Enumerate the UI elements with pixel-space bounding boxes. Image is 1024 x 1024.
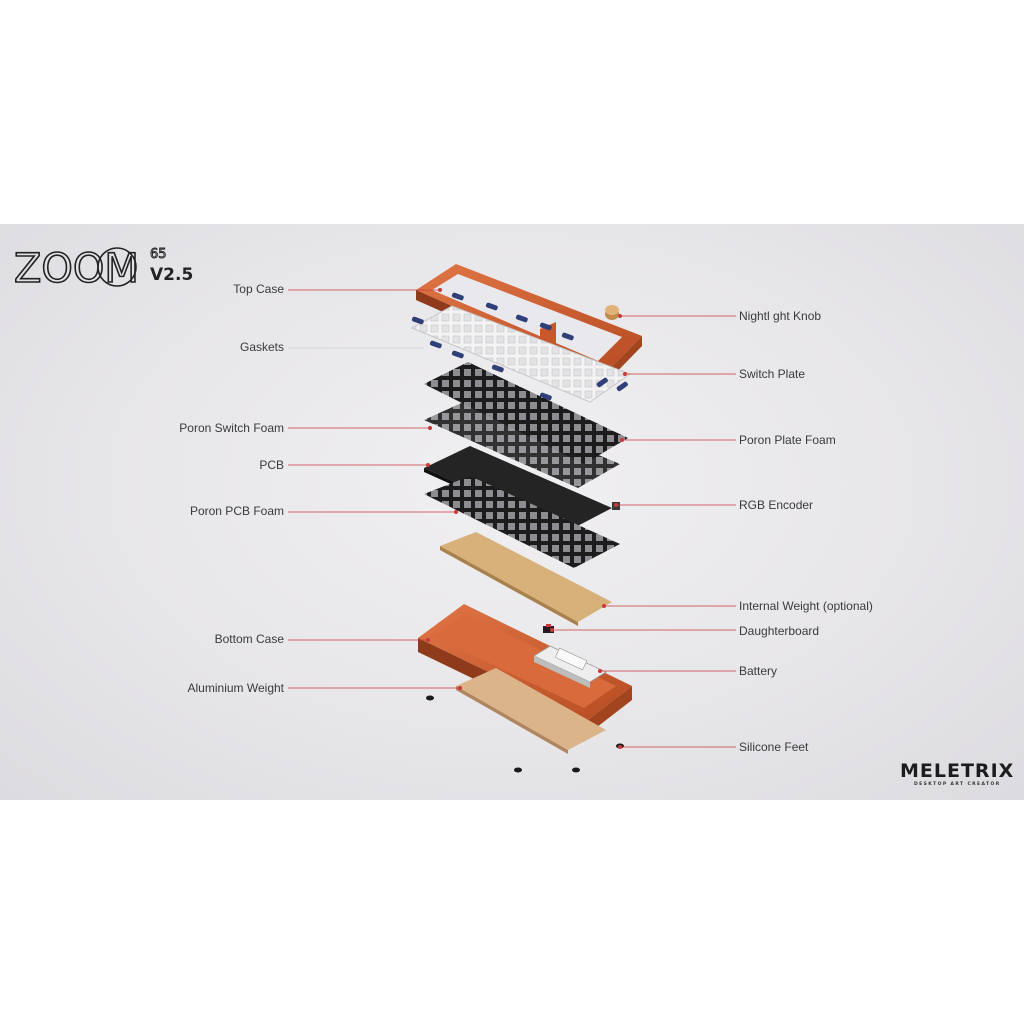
internal-weight-part: [440, 532, 612, 626]
poron-plate-foam-part: [424, 400, 620, 488]
logo-version: V2.5: [150, 265, 193, 285]
meletrix-logo: MELETRIX: [900, 760, 1015, 782]
exploded-view-panel: ZOOM 65 V2.5: [0, 224, 1024, 800]
label-rgb-encoder: RGB Encoder: [739, 498, 814, 512]
label-pcb: PCB: [259, 458, 284, 472]
keyboard-exploded-diagram: ZOOM 65 V2.5: [13, 245, 736, 773]
gaskets-part: [411, 292, 628, 401]
battery-part: [533, 645, 607, 688]
logo-planet-icon: [97, 247, 137, 287]
label-poron-switch-foam: Poron Switch Foam: [179, 421, 284, 435]
zoom65-logo: ZOOM 65 V2.5: [13, 245, 193, 293]
label-nightlight-knob: Nightl ght Knob: [739, 309, 822, 323]
label-battery: Battery: [739, 664, 778, 678]
label-top-case: Top Case: [233, 282, 284, 296]
aluminium-weight-part: [456, 668, 606, 754]
meletrix-tagline: DESKTOP ART CREATOR: [914, 782, 1001, 787]
label-bottom-case: Bottom Case: [214, 632, 284, 646]
label-poron-pcb-foam: Poron PCB Foam: [189, 504, 284, 518]
daughterboard-part: [543, 624, 554, 633]
poron-switch-foam-part: [424, 362, 628, 464]
silicone-feet-part: [426, 695, 624, 773]
label-daughterboard: Daughterboard: [739, 624, 820, 638]
logo-wordmark: ZOOM: [14, 246, 139, 292]
label-poron-plate-foam: Poron Plate Foam: [739, 433, 836, 447]
label-internal-weight: Internal Weight (optional): [739, 599, 873, 613]
label-gaskets: Gaskets: [239, 340, 284, 354]
label-aluminium-weight: Aluminium Weight: [187, 681, 284, 695]
poron-pcb-foam-part: [424, 476, 620, 568]
leader-lines: [288, 288, 736, 750]
label-switch-plate: Switch Plate: [739, 367, 806, 381]
logo-size: 65: [150, 247, 167, 262]
label-silicone-feet: Silicone Feet: [739, 740, 809, 754]
